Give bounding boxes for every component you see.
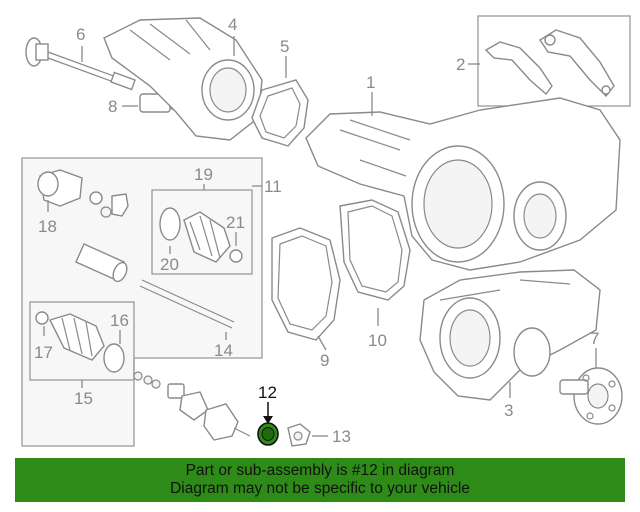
plug-part-13 <box>287 423 311 447</box>
cover-gasket-part <box>251 79 309 147</box>
axle-shaft-part <box>25 37 136 91</box>
callout-6: 6 <box>76 25 85 44</box>
hub-flange-part <box>559 367 623 425</box>
callout-18: 18 <box>38 217 57 236</box>
differential-carrier-part <box>305 97 621 271</box>
callout-3: 3 <box>504 401 513 420</box>
callout-5: 5 <box>280 37 289 56</box>
callouts: 1 2 3 4 5 6 7 8 9 10 11 12 13 <box>34 15 599 446</box>
callout-7: 7 <box>590 329 599 348</box>
callout-14: 14 <box>214 341 233 360</box>
callout-11: 11 <box>264 177 282 196</box>
small-joint-parts <box>89 191 129 218</box>
callout-1: 1 <box>366 73 375 92</box>
callout-9: 9 <box>320 351 329 370</box>
callout-20: 20 <box>160 255 179 274</box>
banner-line-2: Diagram may not be specific to your vehi… <box>170 480 470 497</box>
callout-2: 2 <box>456 55 465 74</box>
axle-housing-part <box>419 269 601 401</box>
callout-15: 15 <box>74 389 93 408</box>
parts-diagram: 1 2 3 4 5 6 7 8 9 10 11 12 13 <box>21 15 631 447</box>
mount-brackets-part <box>477 15 631 107</box>
differential-housing-part <box>103 17 263 141</box>
info-banner: Part or sub-assembly is #12 in diagram D… <box>15 458 625 502</box>
inner-joint-parts <box>133 371 251 441</box>
carrier-gasket-part <box>271 227 341 341</box>
callout-8: 8 <box>108 97 117 116</box>
callout-16: 16 <box>110 311 129 330</box>
housing-gasket-part <box>339 199 411 301</box>
callout-4: 4 <box>228 15 237 34</box>
shaft-part-14 <box>139 279 235 329</box>
callout-13: 13 <box>332 427 351 446</box>
callout-10: 10 <box>368 331 387 350</box>
seal-part-12 <box>257 422 279 446</box>
callout-17: 17 <box>34 343 53 362</box>
callout-19: 19 <box>194 165 213 184</box>
damper-part <box>75 243 128 283</box>
callout-12: 12 <box>258 383 277 402</box>
callout-21: 21 <box>226 213 245 232</box>
boot-kit-box-19 <box>151 189 253 275</box>
boot-part-18 <box>37 169 83 207</box>
banner-line-1: Part or sub-assembly is #12 in diagram <box>185 462 455 479</box>
